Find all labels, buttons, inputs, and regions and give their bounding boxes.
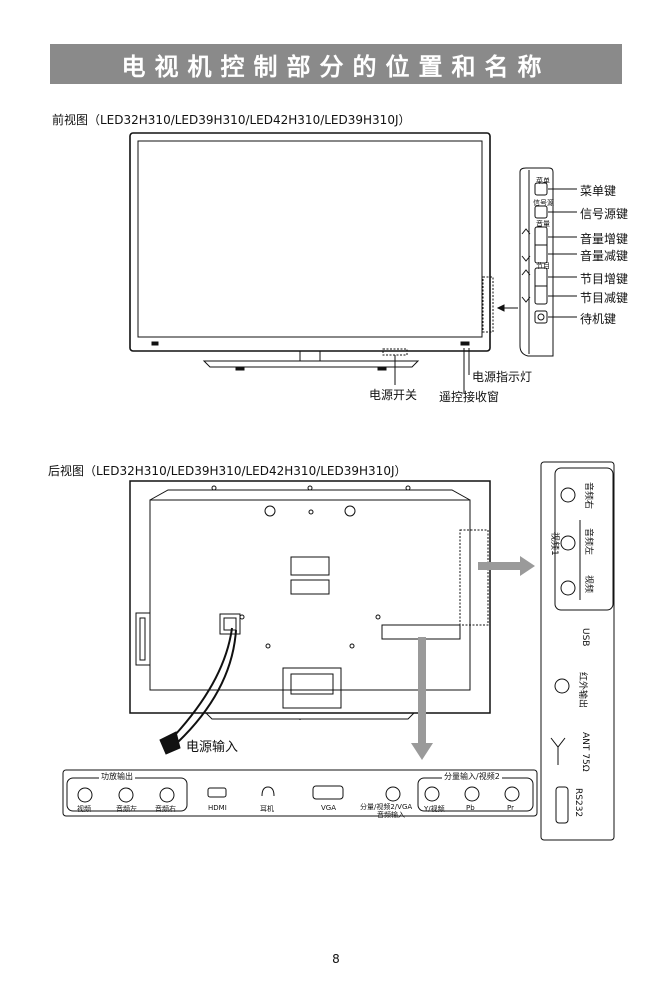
power-switch-label: 电源开关 — [369, 388, 418, 402]
volume-up-key-label: 音量增键 — [580, 232, 629, 246]
power-indicator-label: 电源指示灯 — [472, 370, 533, 384]
page-title: 电视机控制部分的位置和名称 — [121, 52, 551, 81]
page-number: 8 — [332, 952, 340, 966]
antenna-label: ANT 75Ω — [580, 732, 590, 772]
y-video-label: Y/视频 — [424, 805, 445, 813]
pr-label: Pr — [507, 804, 514, 812]
front-tv-illustration — [129, 132, 518, 393]
channel-down-key-label: 节目减键 — [580, 291, 629, 305]
audio-left-label: 音频左 — [583, 528, 593, 556]
rear-bottom-io-panel — [62, 769, 538, 817]
rs232-label: RS232 — [573, 788, 583, 818]
power-input-label: 电源输入 — [186, 740, 239, 755]
component-audio-label-1: 分量/视频2/VGA — [360, 803, 413, 811]
menu-tiny-text: 菜单 — [536, 177, 550, 185]
ir-output-label: 红外输出 — [577, 672, 587, 709]
front-view-caption: 前视图（LED32H310/LED39H310/LED42H310/LED39H… — [52, 113, 411, 127]
channel-tiny-text: 节目 — [536, 262, 550, 270]
audio-right-label: 音频右 — [583, 482, 593, 510]
source-key-label: 信号源键 — [580, 207, 629, 221]
rear-view-caption: 后视图（LED32H310/LED39H310/LED42H310/LED39H… — [48, 464, 407, 478]
volume-down-key-label: 音量减键 — [580, 249, 629, 263]
rear-side-io-panel — [540, 461, 615, 841]
source-tiny-text: 信号源 — [533, 199, 554, 207]
component-audio-label-2: 音频输入 — [377, 811, 405, 819]
amp-output-label: 功放输出 — [99, 771, 135, 782]
remote-receiver-label: 遥控接收窗 — [439, 390, 500, 404]
hdmi-label: HDMI — [208, 804, 227, 812]
channel-up-key-label: 节目增键 — [580, 272, 629, 286]
pb-label: Pb — [466, 804, 475, 812]
vga-label: VGA — [321, 804, 337, 812]
headphone-label: 耳机 — [260, 805, 274, 813]
gray-arrows — [411, 556, 535, 760]
usb-label: USB — [580, 628, 590, 647]
standby-key-label: 待机键 — [580, 312, 617, 326]
side-button-panel — [519, 167, 577, 357]
menu-key-label: 菜单键 — [580, 184, 617, 198]
video-label: 视频 — [583, 575, 593, 594]
component-input-label: 分量输入/视频2 — [442, 771, 502, 782]
amp-audio-right-label: 音频右 — [155, 805, 176, 813]
rear-tv-illustration — [129, 480, 491, 755]
volume-tiny-text: 音量 — [536, 220, 550, 228]
title-banner: 电视机控制部分的位置和名称 — [50, 44, 622, 84]
amp-video-label: 视频 — [77, 805, 91, 813]
amp-audio-left-label: 音频左 — [116, 805, 137, 813]
video1-group-label: 视频1 — [549, 532, 559, 556]
